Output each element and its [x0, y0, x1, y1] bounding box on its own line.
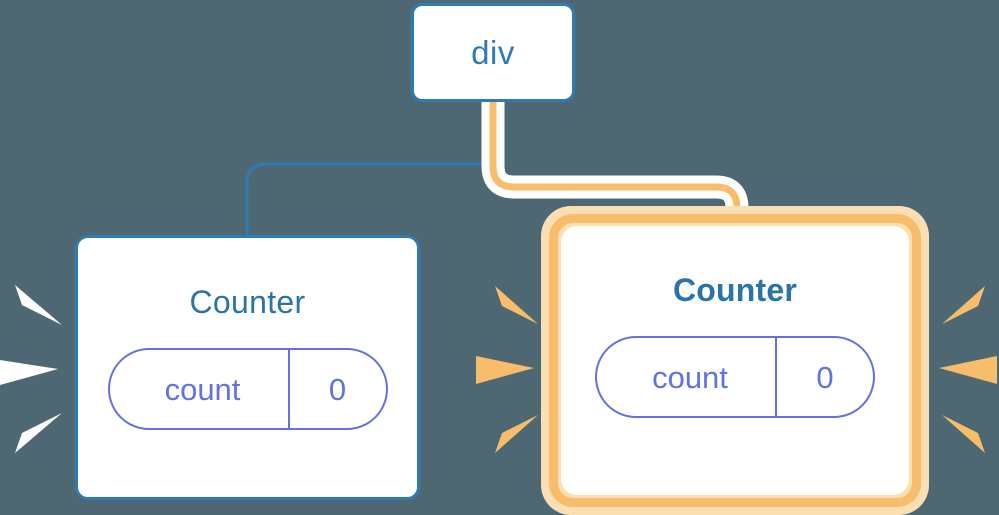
spark-white-upper [15, 285, 62, 325]
spark-orange-mid-middle [476, 356, 534, 384]
spark-white-middle [0, 360, 58, 385]
node-counter-right[interactable]: Counter count 0 [561, 226, 909, 495]
state-pill-right: count 0 [595, 336, 875, 418]
state-pill-left: count 0 [107, 348, 388, 430]
node-div[interactable]: div [411, 3, 575, 102]
node-counter-left-label: Counter [189, 284, 306, 320]
state-value-right: 0 [775, 338, 873, 416]
spark-orange-mid-upper [495, 286, 538, 324]
node-counter-left[interactable]: Counter count 0 [75, 235, 420, 500]
node-counter-right-highlight-ring [549, 214, 921, 507]
edge-div-to-counter-right-path [489, 97, 741, 248]
spark-orange-right-lower [942, 415, 985, 453]
state-key-right: count [652, 359, 728, 395]
spark-orange-right-middle [939, 356, 997, 384]
node-counter-right-label: Counter [672, 272, 798, 308]
state-value-left: 0 [287, 350, 386, 428]
state-key-left: count [164, 371, 241, 407]
spark-white-lower [15, 413, 62, 453]
spark-orange-mid-lower [495, 415, 538, 453]
node-div-label: div [471, 34, 515, 71]
spark-orange-right-upper [942, 286, 985, 324]
edge-div-to-counter-left-path [245, 99, 492, 238]
